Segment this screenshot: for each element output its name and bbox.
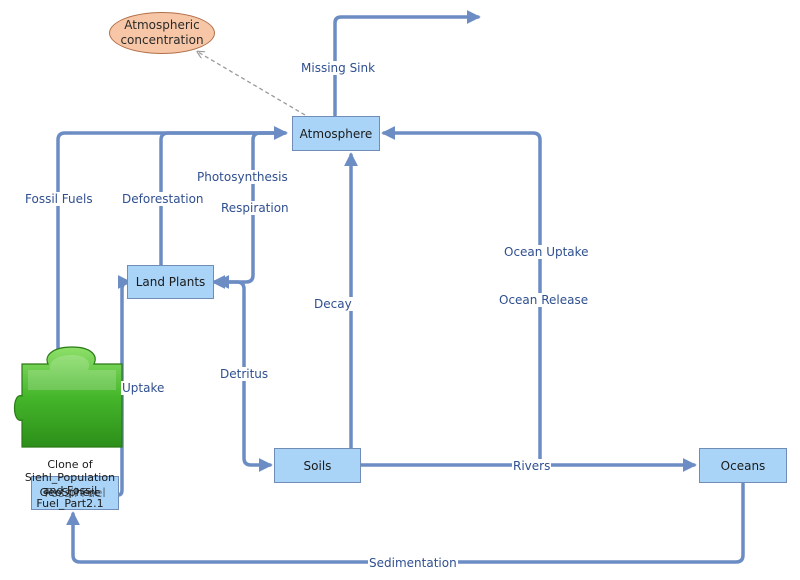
fossil-fuels-flow[interactable] bbox=[56, 126, 288, 402]
ocean-flow[interactable] bbox=[381, 126, 542, 467]
module-label-line-2: Siehl_Population bbox=[24, 471, 116, 484]
atmospheric-concentration-variable[interactable]: Atmospheric concentration bbox=[109, 12, 215, 54]
detritus-label: Detritus bbox=[219, 367, 270, 381]
deforestation-label: Deforestation bbox=[121, 192, 205, 206]
fossil-fuel-label: Fossil Fuel bbox=[44, 486, 106, 500]
puzzle-piece-icon[interactable] bbox=[13, 346, 123, 448]
missing-sink-label: Missing Sink bbox=[300, 61, 377, 75]
module-label-line-1: Clone of bbox=[47, 458, 93, 471]
soils-stock[interactable]: Soils bbox=[274, 448, 361, 483]
missing-sink-flow[interactable] bbox=[333, 10, 481, 117]
land-plants-label: Land Plants bbox=[135, 275, 206, 289]
atmosphere-to-variable-link[interactable] bbox=[198, 52, 306, 116]
variable-label-line-2: concentration bbox=[120, 33, 204, 47]
deforestation-flow[interactable] bbox=[159, 126, 288, 267]
module-label-line-4: and Fossil bbox=[42, 484, 98, 497]
uptake-flow[interactable] bbox=[111, 275, 132, 497]
atmosphere-stock[interactable]: Atmosphere bbox=[292, 116, 380, 151]
ocean-release-label: Ocean Release bbox=[498, 293, 590, 307]
oceans-label: Oceans bbox=[720, 458, 766, 473]
uptake-label: Uptake bbox=[121, 381, 166, 395]
photosynthesis-label: Photosynthesis bbox=[196, 170, 289, 184]
module-label: Clone of Siehl_Population GeoSphere and … bbox=[16, 458, 124, 510]
sedimentation-label: Sedimentation bbox=[368, 556, 458, 570]
soils-label: Soils bbox=[303, 458, 332, 473]
module-label-line-5: Fuel_Part2.1 bbox=[36, 497, 104, 510]
decay-label: Decay bbox=[313, 297, 353, 311]
ocean-uptake-label: Ocean Uptake bbox=[503, 245, 590, 259]
rivers-label: Rivers bbox=[512, 459, 552, 473]
land-plants-stock[interactable]: Land Plants bbox=[127, 265, 214, 299]
module-label-line-3: GeoSphere bbox=[39, 486, 101, 499]
respiration-label: Respiration bbox=[220, 201, 290, 215]
sedimentation-flow[interactable] bbox=[66, 482, 745, 564]
variable-label-line-1: Atmospheric bbox=[124, 18, 200, 32]
atmosphere-label: Atmosphere bbox=[299, 126, 373, 141]
fossil-fuel-stock[interactable]: Fossil Fuel bbox=[31, 476, 119, 510]
fossil-fuels-label: Fossil Fuels bbox=[24, 192, 94, 206]
oceans-stock[interactable]: Oceans bbox=[699, 448, 787, 483]
